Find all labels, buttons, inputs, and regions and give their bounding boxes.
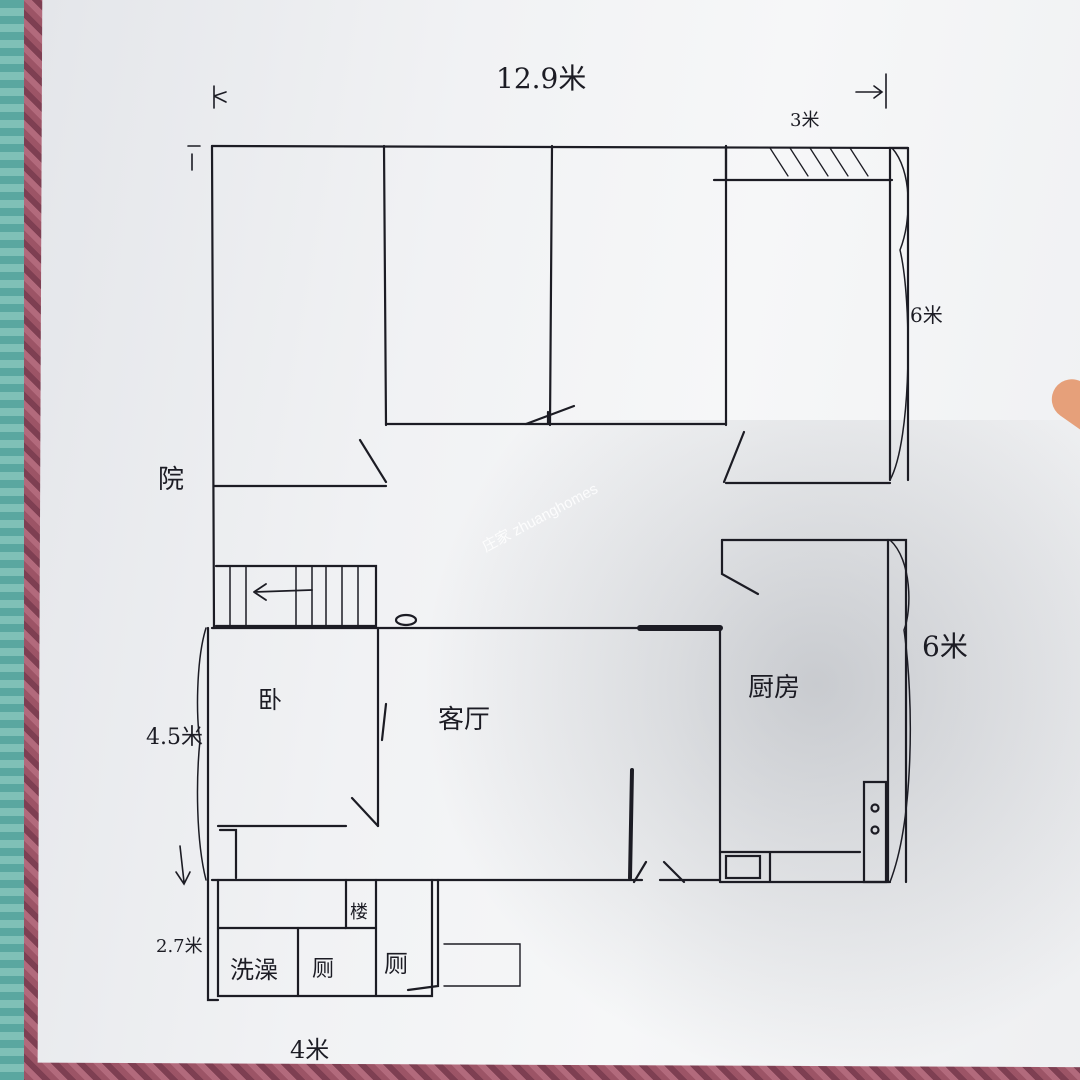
dim-arrow-top-right: [855, 73, 887, 109]
external-step: [443, 943, 521, 987]
lower-left-wall: [206, 626, 220, 1002]
dim-right-upper: 6米: [910, 303, 943, 327]
kitchen-door: [720, 538, 760, 596]
living-inner-wall: [628, 768, 634, 880]
door-swing-1: [358, 438, 388, 484]
paper-shadow: [420, 420, 1080, 1080]
dim-bottom: 4米: [290, 1036, 329, 1064]
stair-arrow: [253, 583, 313, 601]
bath-door-right: [406, 878, 440, 992]
dim-right-lower: 6米: [922, 630, 968, 663]
stove-burner-2: [870, 825, 880, 835]
room-label-laundry: 洗澡: [230, 956, 278, 984]
room-label-toilet-2: 厕: [384, 950, 408, 978]
dim-top-right: 3米: [790, 110, 819, 131]
dim-arrow-top-left: [213, 85, 227, 109]
room-label-kitchen: 厨房: [748, 673, 800, 703]
outer-wall-top: [210, 144, 910, 150]
teal-fabric-edge: [0, 0, 24, 1080]
dim-bracket-right-upper: [889, 147, 909, 481]
kitchen-top-wall: [720, 538, 908, 884]
kitchen-sink: [724, 854, 762, 880]
small-cabinet: [218, 828, 238, 880]
side-note-yard: 院: [158, 465, 184, 495]
stove: [862, 780, 888, 884]
room-label-living-room: 客厅: [438, 705, 490, 735]
wall-vertical-2: [548, 144, 554, 427]
dim-bracket-right-lower: [889, 539, 912, 883]
room-label-bedroom: 卧: [258, 686, 282, 714]
dim-arrow-left-top: [187, 145, 201, 171]
hatched-balcony: [769, 147, 869, 177]
kitchen-counter: [718, 850, 892, 884]
dim-arrow-left-bottom: [175, 845, 191, 886]
outer-wall-left: [210, 144, 216, 630]
dim-left-lower: 4.5米: [146, 725, 203, 750]
dim-bracket-left-lower: [196, 627, 207, 881]
fixture-oval: [394, 613, 418, 627]
stair-treads: [229, 565, 359, 627]
room-label-storage: 楼: [350, 902, 368, 923]
stove-burner-1: [870, 803, 880, 813]
wall-vertical-1: [382, 144, 388, 427]
bath-strip-outline: [216, 878, 434, 998]
dim-total-width: 12.9米: [496, 62, 586, 95]
door-mark-center: [524, 404, 576, 426]
dim-left-bottom: 2.7米: [156, 936, 203, 957]
door-swing-2: [722, 430, 746, 484]
bedroom-door: [350, 702, 388, 828]
bath-storage-box: [344, 878, 378, 930]
room-label-toilet-1: 厕: [312, 957, 334, 982]
living-door-arc: [632, 860, 686, 884]
